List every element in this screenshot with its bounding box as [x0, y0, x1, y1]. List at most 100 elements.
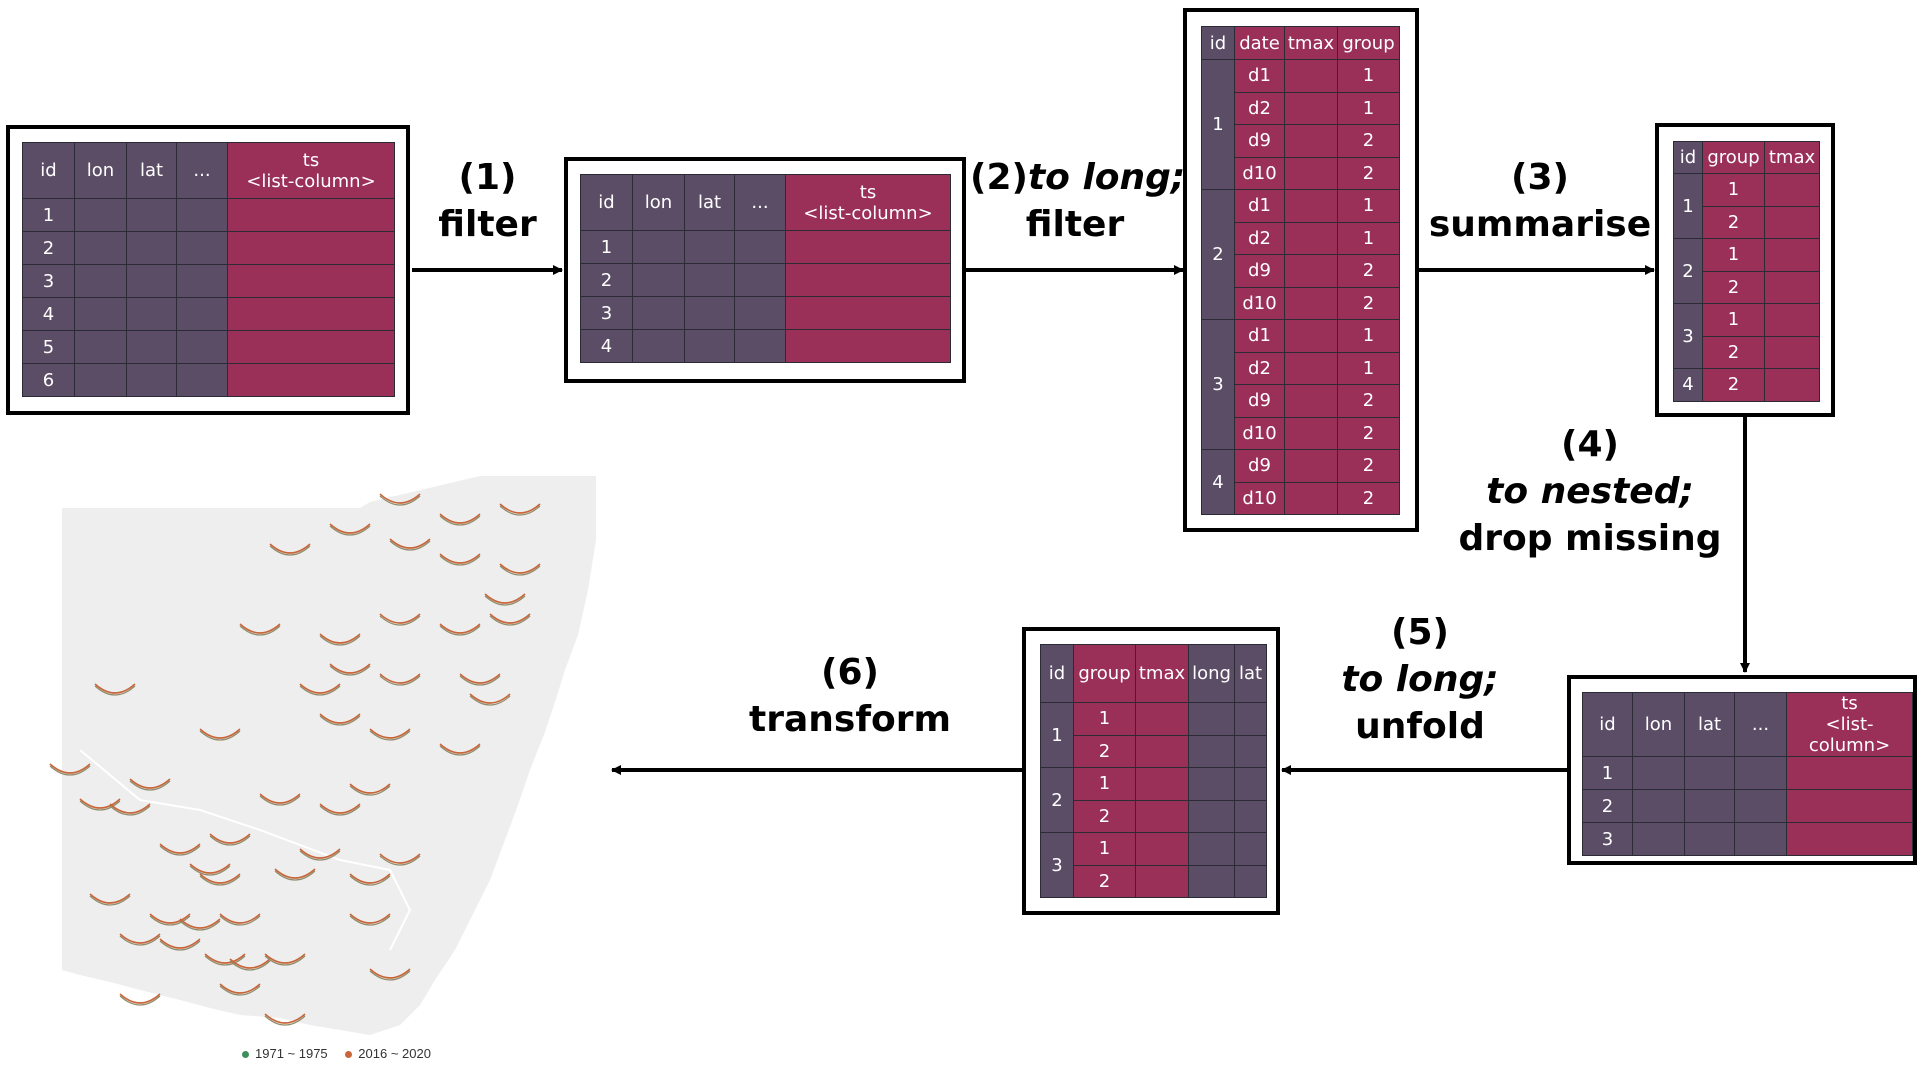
glyph-late: [204, 953, 246, 964]
step-1-text: filter: [438, 203, 537, 245]
table3-cell-date: d2: [1234, 351, 1285, 385]
table1-cell-id: 1: [22, 198, 75, 232]
map-legend: 1971 ~ 1975 2016 ~ 2020: [242, 1046, 445, 1061]
table5: id lon lat ... ts<list-column> 1 2 3: [1582, 692, 1913, 856]
table1-header-lon: lon: [74, 142, 127, 199]
table1-header-ellipsis: ...: [176, 142, 228, 199]
table3-cell-group: 2: [1337, 449, 1400, 483]
table2-header-lon: lon: [632, 174, 685, 231]
table-row: 1: [1582, 756, 1913, 790]
glyph-early: [349, 915, 391, 926]
glyph-late: [369, 728, 411, 739]
step-3-number: (3): [1511, 157, 1569, 198]
table4-header-id: id: [1673, 141, 1703, 174]
table6-cell-group: 2: [1073, 864, 1136, 898]
table6-header-tmax: tmax: [1135, 644, 1189, 703]
table3-cell-date: d9: [1234, 124, 1285, 158]
table-row: 2: [1674, 205, 1820, 239]
glyph-late: [129, 778, 171, 789]
glyph-late: [299, 848, 341, 859]
glyph-early: [204, 955, 246, 966]
glyph-early: [119, 995, 161, 1006]
table3-cell-date: d10: [1234, 156, 1285, 190]
table5-cell-id: 3: [1582, 822, 1633, 856]
glyph-late: [264, 1013, 306, 1024]
table2: id lon lat ... ts<list-column> 1 2 3 4: [580, 174, 951, 363]
step-3-label: (3) summarise: [1425, 155, 1655, 249]
table3-cell-group: 1: [1337, 91, 1400, 125]
step-4-number: (4): [1561, 424, 1619, 465]
table-row: 3: [1582, 822, 1913, 856]
glyph-early: [439, 555, 481, 566]
glyph-early: [179, 920, 221, 931]
step-1-number: (1): [458, 157, 517, 198]
glyph-early: [329, 665, 371, 676]
glyph-early: [109, 805, 151, 816]
glyph-late: [199, 873, 241, 884]
step-5-text: unfold: [1355, 705, 1485, 747]
table6-cell-group: 1: [1073, 702, 1136, 736]
glyph-late: [319, 633, 361, 644]
map-region: [62, 476, 596, 1035]
table3-cell-group: 1: [1337, 59, 1400, 93]
glyph-early: [329, 525, 371, 536]
step-1-label: (1) filter: [410, 155, 565, 249]
legend-label-early: 1971 ~ 1975: [255, 1046, 328, 1061]
glyph-late: [379, 673, 421, 684]
glyph-late: [119, 993, 161, 1004]
glyph-early: [469, 695, 511, 706]
table6-header-long: long: [1188, 644, 1235, 703]
table5-header-ts: ts<list-column>: [1786, 692, 1913, 757]
table2-header-ts: ts<list-column>: [785, 174, 951, 231]
glyph-early: [264, 1015, 306, 1026]
glyph-late: [499, 503, 541, 514]
glyph-late: [489, 613, 531, 624]
table4-header-group: group: [1702, 141, 1765, 174]
glyph-early: [219, 985, 261, 996]
glyph-late: [159, 938, 201, 949]
table1-cell-id: 5: [22, 330, 75, 364]
glyph-early: [379, 615, 421, 626]
table5-cell-id: 2: [1582, 789, 1633, 823]
table3-cell-group: 2: [1337, 416, 1400, 450]
glyph-late: [109, 803, 151, 814]
glyph-late: [484, 593, 526, 604]
table3-header-tmax: tmax: [1284, 26, 1338, 60]
glyph-early: [149, 915, 191, 926]
table3-header-group: group: [1337, 26, 1400, 60]
table6-cell-group: 1: [1073, 832, 1136, 866]
table4-cell-group: 2: [1702, 335, 1765, 369]
table2-cell-id: 4: [580, 329, 633, 363]
glyph-late: [259, 793, 301, 804]
table-row: 4: [580, 329, 951, 363]
table1-header-lat: lat: [126, 142, 177, 199]
glyph-early: [379, 495, 421, 506]
glyph-early: [159, 845, 201, 856]
table3-cell-date: d10: [1234, 481, 1285, 515]
glyph-map: [49, 476, 596, 1035]
table3-cell-group: 2: [1337, 156, 1400, 190]
table1-cell-id: 3: [22, 264, 75, 298]
step-2-italic: to long;: [1027, 157, 1186, 198]
table3-cell-date: d10: [1234, 286, 1285, 320]
glyph-late: [319, 803, 361, 814]
glyph-late: [149, 913, 191, 924]
table1-header-ts: ts<list-column>: [227, 142, 395, 199]
table3-cell-date: d2: [1234, 91, 1285, 125]
glyph-late: [329, 523, 371, 534]
glyph-early: [199, 875, 241, 886]
glyph-late: [299, 683, 341, 694]
table-row: 2: [580, 263, 951, 297]
glyph-late: [459, 673, 501, 684]
table2-header-lat: lat: [684, 174, 735, 231]
table-row: d10 2: [1202, 156, 1400, 190]
legend-dot-late: [345, 1051, 353, 1059]
